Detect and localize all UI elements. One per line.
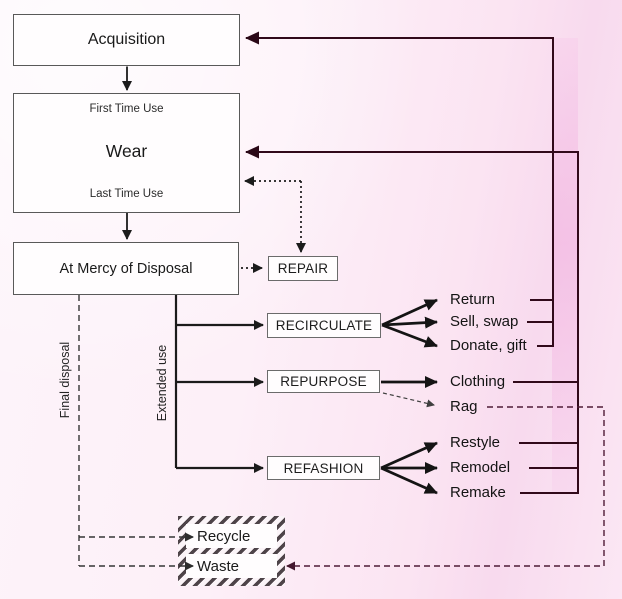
outcome-remake: Remake: [450, 484, 506, 501]
disposal-label: At Mercy of Disposal: [59, 260, 193, 277]
recirculate-label: RECIRCULATE: [275, 318, 373, 333]
wear-box: First Time Use Wear Last Time Use: [13, 93, 240, 213]
outcome-restyle: Restyle: [450, 434, 501, 451]
repurpose-to-rag-dashed-arrow: [382, 392, 435, 408]
extended-use-lines: [174, 295, 264, 473]
outcome-clothing: Clothing: [450, 373, 506, 390]
final-disposal-label: Final disposal: [58, 341, 72, 419]
extended-use-label: Extended use: [155, 344, 169, 422]
outcome-remodel: Remodel: [450, 459, 511, 476]
refashion-box: REFASHION: [267, 456, 380, 480]
waste-label: Waste: [197, 557, 239, 575]
outcome-sell-swap: Sell, swap: [450, 313, 519, 330]
repurpose-box: REPURPOSE: [267, 370, 380, 393]
repair-box: REPAIR: [268, 256, 338, 281]
pink-gradient-strip: [552, 38, 578, 494]
recycle-waste-box: Recycle Waste: [178, 516, 285, 586]
repair-to-wear-dotted-arrow: [244, 176, 306, 253]
last-time-use-note: Last Time Use: [89, 188, 164, 200]
acquisition-label: Acquisition: [87, 31, 166, 48]
refashion-label: REFASHION: [283, 460, 364, 476]
outcome-rag: Rag: [450, 398, 478, 415]
wear-label: Wear: [105, 141, 148, 161]
outcome-donate-gift: Donate, gift: [450, 337, 527, 354]
recycle-label: Recycle: [197, 527, 251, 545]
recycle-row: Recycle: [186, 524, 277, 548]
recirculate-fan-arrows: [381, 298, 438, 348]
first-time-use-note: First Time Use: [89, 103, 164, 115]
outcome-return: Return: [450, 291, 496, 308]
final-disposal-dashed-lines: [78, 295, 194, 571]
feedback-to-acquisition-line: [245, 31, 554, 347]
refashion-fan-arrows: [380, 441, 438, 495]
acquisition-box: Acquisition: [13, 14, 240, 66]
repurpose-label: REPURPOSE: [280, 374, 367, 389]
repair-label: REPAIR: [277, 261, 329, 276]
waste-row: Waste: [186, 554, 277, 578]
at-mercy-of-disposal-box: At Mercy of Disposal: [13, 242, 239, 295]
recirculate-box: RECIRCULATE: [267, 313, 381, 338]
